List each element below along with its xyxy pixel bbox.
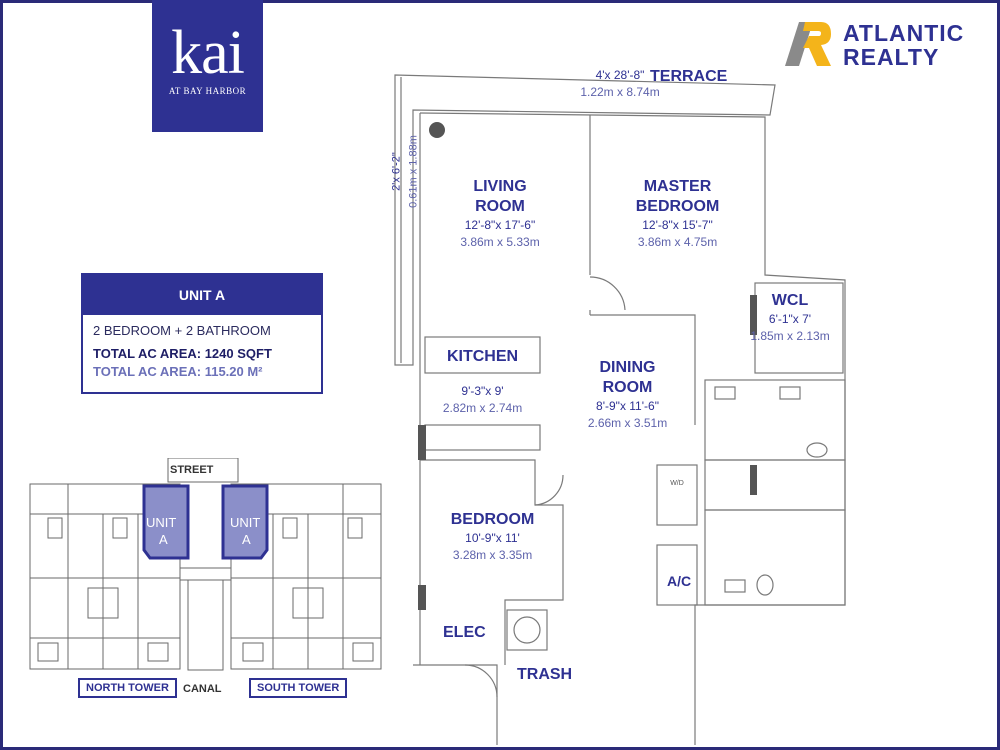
realty-name-line1: ATLANTIC	[843, 20, 965, 46]
floor-plan-drawing	[394, 74, 846, 745]
dining-dim-imperial: 8'-9"x 11'-6"	[596, 399, 659, 413]
side-terrace-dims: 2'x 6'-2" 0.61m x 1.88m	[389, 122, 422, 222]
kitchen-name: KITCHEN	[446, 348, 519, 365]
wcl-name: WCL	[771, 292, 809, 309]
atlantic-realty-mark-icon	[785, 22, 831, 66]
north-tower-tag: NORTH TOWER	[78, 678, 177, 698]
terrace-dim-metric: 1.22m x 8.74m	[580, 85, 660, 99]
key-unit-right-1: UNIT	[230, 515, 261, 530]
living-dim-imperial: 12'-8"x 17'-6"	[464, 218, 536, 232]
key-plan-drawing	[29, 457, 382, 671]
living-dim-metric: 3.86m x 5.33m	[460, 235, 540, 249]
kitchen-dim-imperial: 9'-3"x 9'	[461, 384, 504, 398]
kai-logo-word: kai	[171, 19, 245, 87]
south-tower-tag: SOUTH TOWER	[249, 678, 348, 698]
living-name-2: ROOM	[475, 198, 525, 215]
kitchen-dim-metric: 2.82m x 2.74m	[442, 401, 523, 415]
key-unit-left-2: A	[159, 532, 168, 547]
master-name-2: BEDROOM	[635, 198, 720, 215]
kitchen-label: KITCHEN	[430, 347, 535, 367]
unit-info-box: UNIT A 2 BEDROOM + 2 BATHROOM TOTAL AC A…	[81, 273, 323, 394]
floor-plan: TERRACE 4'x 28'-8" 1.22m x 8.74m 2'x 6'-…	[385, 65, 860, 745]
key-unit-left-1: UNIT	[146, 515, 177, 530]
bedroom-label: BEDROOM 10'-9"x 11' 3.28m x 3.35m	[435, 510, 550, 563]
unit-area-sqft: TOTAL AC AREA: 1240 SQFT	[93, 346, 272, 361]
terrace-label: TERRACE	[650, 67, 727, 87]
side-terrace-dim-metric: 0.61m x 1.88m	[407, 135, 420, 208]
unit-title: UNIT A	[83, 275, 321, 315]
dining-name-2: ROOM	[602, 379, 653, 396]
atlantic-realty-logo: ATLANTIC REALTY	[783, 18, 983, 70]
living-room-label: LIVING ROOM 12'-8"x 17'-6" 3.86m x 5.33m	[440, 177, 560, 250]
dining-dim-metric: 2.66m x 3.51m	[587, 416, 668, 430]
terrace-dim-imperial: 4'x 28'-8"	[595, 68, 645, 82]
master-bedroom-label: MASTER BEDROOM 12'-8"x 15'-7" 3.86m x 4.…	[610, 177, 745, 250]
unit-bedbath: 2 BEDROOM + 2 BATHROOM	[93, 323, 271, 338]
terrace-dims: 4'x 28'-8" 1.22m x 8.74m	[565, 67, 675, 100]
trash-label: TRASH	[517, 665, 572, 685]
elec-label: ELEC	[443, 623, 486, 643]
key-unit-right-2: A	[242, 532, 251, 547]
kai-logo-sub: AT BAY HARBOR	[168, 86, 247, 96]
dining-room-label: DINING ROOM 8'-9"x 11'-6" 2.66m x 3.51m	[565, 358, 690, 431]
dining-name-1: DINING	[599, 359, 656, 376]
master-name-1: MASTER	[643, 178, 712, 195]
terrace-name: TERRACE	[650, 68, 728, 85]
realty-name-line2: REALTY	[843, 44, 940, 70]
bedroom-dim-metric: 3.28m x 3.35m	[452, 548, 533, 562]
wd-label: W/D	[670, 480, 684, 487]
trash-name: TRASH	[517, 666, 573, 683]
ac-label: A/C	[667, 571, 691, 591]
bedroom-dim-imperial: 10'-9"x 11'	[465, 531, 520, 545]
side-terrace-dim-imperial: 2'x 6'-2"	[390, 152, 403, 191]
kitchen-dims: 9'-3"x 9' 2.82m x 2.74m	[430, 383, 535, 416]
key-street-label: STREET	[170, 464, 214, 476]
key-canal-label: CANAL	[183, 683, 222, 695]
living-name-1: LIVING	[473, 178, 527, 195]
master-dim-metric: 3.86m x 4.75m	[637, 235, 718, 249]
elec-name: ELEC	[443, 624, 486, 641]
kai-logo: kai AT BAY HARBOR	[152, 0, 263, 132]
wcl-label: WCL 6'-1"x 7' 1.85m x 2.13m	[740, 291, 840, 344]
key-plan: STREET UNIT A UNIT A NORTH TOWER CANAL S…	[28, 457, 383, 703]
master-dim-imperial: 12'-8"x 15'-7"	[642, 218, 713, 232]
wcl-dim-metric: 1.85m x 2.13m	[750, 329, 830, 343]
bedroom-name: BEDROOM	[450, 511, 535, 528]
wcl-dim-imperial: 6'-1"x 7'	[768, 312, 812, 326]
ac-name: A/C	[667, 573, 692, 589]
unit-area-m2: TOTAL AC AREA: 115.20 M²	[93, 364, 263, 379]
